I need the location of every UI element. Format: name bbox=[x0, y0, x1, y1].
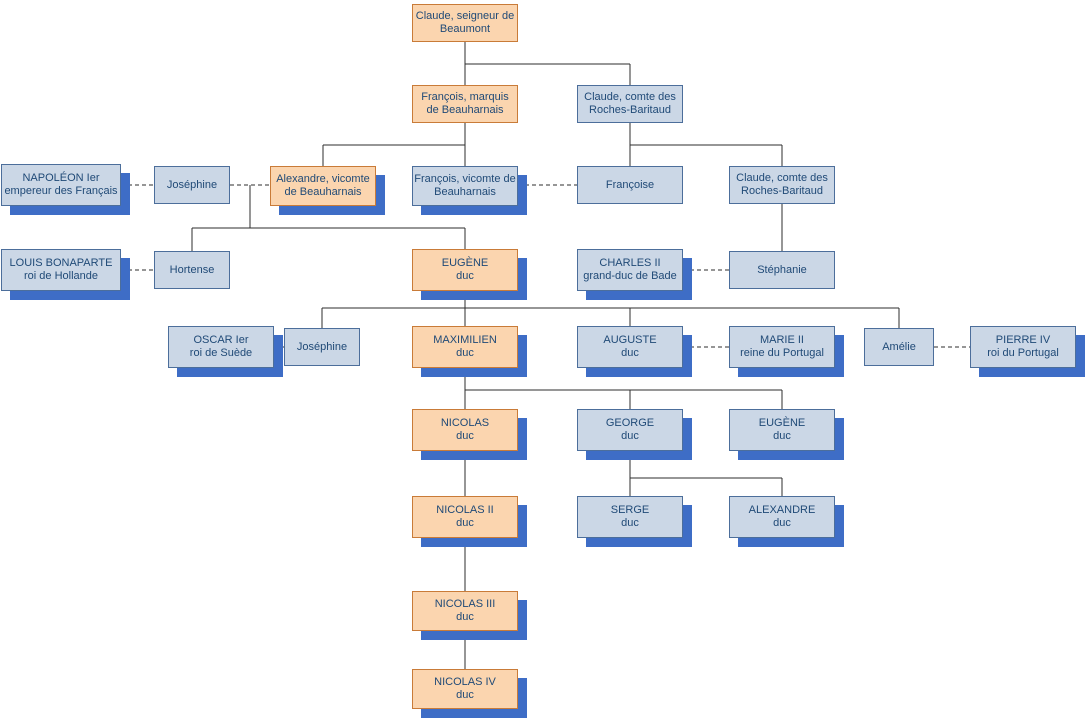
node-label: Claude, comte des bbox=[736, 172, 828, 184]
node-label: duc bbox=[456, 270, 474, 282]
node-label: duc bbox=[456, 430, 474, 442]
node-label: LOUIS BONAPARTE bbox=[9, 257, 113, 269]
node-francoise: Françoise bbox=[577, 166, 683, 204]
node-label: MARIE II bbox=[759, 334, 804, 346]
node-label: François, vicomte de bbox=[414, 173, 516, 185]
node-label: PIERRE IV bbox=[995, 334, 1051, 346]
node-label: duc bbox=[456, 517, 474, 529]
node-label: Joséphine bbox=[296, 340, 348, 353]
node-label: duc bbox=[621, 517, 639, 529]
node-label: SERGE bbox=[610, 504, 650, 516]
node-label: de Beauharnais bbox=[426, 104, 504, 116]
node-label: duc bbox=[621, 430, 639, 442]
node-label: OSCAR Ier bbox=[193, 334, 249, 346]
node-label: Beaumont bbox=[439, 23, 491, 35]
node-label: MAXIMILIEN bbox=[433, 334, 497, 346]
node-label: grand-duc de Bade bbox=[583, 270, 677, 282]
node-label: AUGUSTE bbox=[603, 334, 657, 346]
node-label: Beauharnais bbox=[434, 186, 496, 198]
node-label: de Beauharnais bbox=[284, 186, 362, 198]
node-label: Alexandre, vicomte bbox=[276, 173, 370, 185]
node-label: NICOLAS II bbox=[436, 504, 494, 516]
node-label: NAPOLÉON Ier bbox=[22, 172, 100, 184]
node-label: empereur des Français bbox=[4, 185, 118, 197]
node-label: Hortense bbox=[169, 263, 215, 276]
node-josephine-2: Joséphine bbox=[284, 328, 360, 366]
node-josephine-1: Joséphine bbox=[154, 166, 230, 204]
node-label: CHARLES II bbox=[599, 257, 661, 269]
node-label: Claude, seigneur de bbox=[415, 10, 515, 22]
node-label: Claude, comte des bbox=[584, 91, 676, 103]
node-label: duc bbox=[456, 689, 474, 701]
node-amelie: Amélie bbox=[864, 328, 934, 366]
node-label: NICOLAS bbox=[440, 417, 490, 429]
node-label: roi de Hollande bbox=[24, 270, 98, 282]
node-label: roi du Portugal bbox=[987, 347, 1059, 359]
node-label: Roches-Baritaud bbox=[589, 104, 671, 116]
node-label: Françoise bbox=[605, 178, 655, 191]
node-label: NICOLAS IV bbox=[434, 676, 496, 688]
node-label: EUGÈNE bbox=[441, 257, 489, 269]
node-label: duc bbox=[456, 611, 474, 623]
node-label: duc bbox=[773, 430, 791, 442]
node-label: NICOLAS III bbox=[434, 598, 496, 610]
node-hortense: Hortense bbox=[154, 251, 230, 289]
node-label: Roches-Baritaud bbox=[741, 185, 823, 197]
node-label: Stéphanie bbox=[757, 263, 807, 276]
node-label: duc bbox=[621, 347, 639, 359]
node-label: roi de Suède bbox=[189, 347, 253, 359]
node-label: Amélie bbox=[882, 340, 916, 353]
node-label: Joséphine bbox=[166, 178, 218, 191]
node-label: GEORGE bbox=[605, 417, 655, 429]
node-stephanie: Stéphanie bbox=[729, 251, 835, 289]
node-label: ALEXANDRE bbox=[748, 504, 816, 516]
node-label: duc bbox=[773, 517, 791, 529]
node-label: duc bbox=[456, 347, 474, 359]
node-label: François, marquis bbox=[421, 91, 509, 103]
node-label: reine du Portugal bbox=[740, 347, 824, 359]
node-label: EUGÈNE bbox=[758, 417, 806, 429]
